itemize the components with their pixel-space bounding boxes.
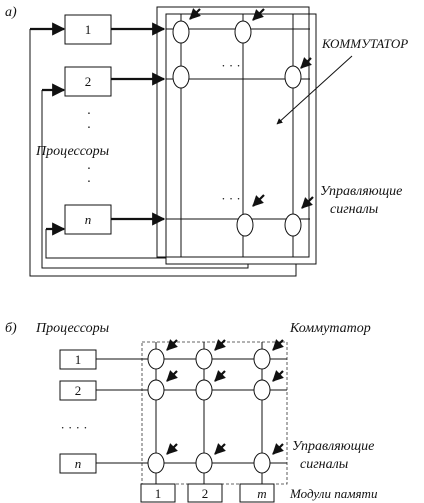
feedback-loop-1 <box>29 29 297 277</box>
control-label-line1: Управляющие <box>320 184 402 199</box>
control-b-label-line1: Управляющие <box>292 439 374 454</box>
switch-label: КОММУТАТОР <box>321 36 408 51</box>
control-arrow-4 <box>252 194 265 207</box>
memory-box-2 <box>187 483 223 503</box>
crosspoint-b-1-2 <box>195 348 213 370</box>
processor-b-box-n-label: n <box>75 456 82 471</box>
control-b-arrow-7 <box>166 443 178 455</box>
processor-dots-4: · <box>87 175 92 190</box>
processor-dots-2: · <box>87 121 92 136</box>
switch-label-b: Коммутатор <box>289 321 371 336</box>
feedback-loop-2 <box>41 90 249 269</box>
control-label-line2: сигналы <box>330 202 378 217</box>
control-b-arrow-8 <box>214 443 226 455</box>
control-b-arrow-4 <box>166 370 178 382</box>
control-b-label-line2: сигналы <box>300 457 348 472</box>
crosspoint-b-1-3 <box>253 348 271 370</box>
processor-box-n <box>64 204 112 235</box>
control-arrow-1 <box>189 8 201 20</box>
diagram-b-label: б) <box>5 321 17 336</box>
processors-label-b: Процессоры <box>35 321 109 336</box>
processors-label: Процессоры <box>35 144 109 159</box>
crosspoint-n-2 <box>236 213 254 237</box>
crosspoint-1-2 <box>234 20 252 44</box>
control-b-arrow-2 <box>214 339 226 351</box>
crosspoint-2-1 <box>172 65 190 89</box>
memory-box-1 <box>140 483 176 503</box>
crosspoint-b-2-2 <box>195 379 213 401</box>
control-b-arrow-1 <box>166 339 178 351</box>
crosspoint-2-3 <box>284 65 302 89</box>
switch-frame-inner <box>165 13 317 265</box>
diagram-a: а) 1 2 n · · · · Процессоры <box>5 5 408 277</box>
control-b-arrow-9 <box>272 443 284 455</box>
control-b-arrow-6 <box>272 370 284 382</box>
crosspoint-n-3 <box>284 213 302 237</box>
memory-box-m-label: m <box>257 486 266 501</box>
grid-dots-top: · · · <box>221 58 241 73</box>
diagram-a-label: а) <box>5 5 17 20</box>
processor-b-box-1-label: 1 <box>75 352 82 367</box>
processor-b-box-2-label: 2 <box>75 383 82 398</box>
crosspoint-b-2-1 <box>147 379 165 401</box>
control-arrow-2 <box>252 8 265 21</box>
processor-box-n-label: n <box>85 212 92 227</box>
memory-box-m <box>239 483 275 503</box>
memory-box-2-label: 2 <box>202 486 209 501</box>
processor-dots-3: · <box>87 162 92 177</box>
switch-frame-outer <box>156 6 310 258</box>
memory-label: Модули памяти <box>289 486 378 501</box>
processor-box-2 <box>64 66 112 97</box>
memory-box-1-label: 1 <box>155 486 162 501</box>
crosspoint-b-n-2 <box>195 452 213 474</box>
control-b-arrow-5 <box>214 370 226 382</box>
grid-dots-bottom: · · · <box>221 191 241 206</box>
control-arrow-5 <box>301 196 314 209</box>
crosspoint-1-1 <box>172 20 190 44</box>
feedback-loop-n <box>45 229 166 259</box>
crosspoint-b-1-1 <box>147 348 165 370</box>
crosspoint-b-2-3 <box>253 379 271 401</box>
diagram-b: б) Процессоры Коммутатор 1 2 n · · · · <box>5 321 378 503</box>
processor-dots-1: · <box>87 107 92 122</box>
control-arrow-3 <box>300 57 312 69</box>
processor-box-1-label: 1 <box>85 22 92 37</box>
crosspoint-b-n-3 <box>253 452 271 474</box>
switch-pointer-arrow <box>276 55 353 125</box>
crosspoint-b-n-1 <box>147 452 165 474</box>
processor-b-dots: · · · · <box>60 420 87 435</box>
control-b-arrow-3 <box>272 339 284 351</box>
processor-box-2-label: 2 <box>85 74 92 89</box>
